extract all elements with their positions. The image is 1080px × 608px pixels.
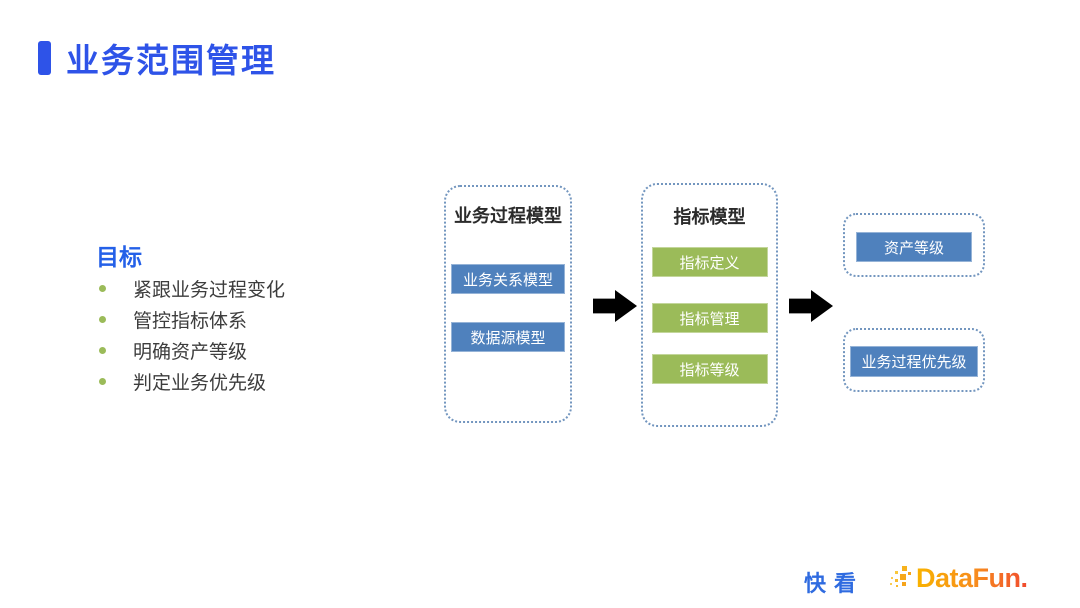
node-data-source-model: 数据源模型	[451, 322, 565, 352]
right-arrow-icon	[593, 290, 637, 322]
bullet-dot-icon	[99, 285, 106, 292]
page-title: 业务范围管理	[66, 42, 276, 79]
kuaikan-logo: 快看	[804, 571, 865, 596]
goal-list: 紧跟业务过程变化 管控指标体系 明确资产等级 判定业务优先级	[99, 273, 285, 397]
bullet-dot-icon	[99, 378, 106, 385]
title-accent-bar	[38, 41, 51, 75]
list-item: 明确资产等级	[99, 335, 285, 366]
datafun-wordmark: DataFun.	[916, 563, 1028, 593]
goal-bullet-text: 管控指标体系	[133, 311, 248, 332]
goal-bullet-text: 紧跟业务过程变化	[133, 280, 286, 301]
node-business-process-priority: 业务过程优先级	[850, 346, 978, 377]
output-process-priority-container: 业务过程优先级	[843, 328, 985, 392]
datafun-pixels-icon	[890, 565, 911, 587]
list-item: 判定业务优先级	[99, 366, 285, 397]
list-item: 紧跟业务过程变化	[99, 273, 285, 304]
list-item: 管控指标体系	[99, 304, 285, 335]
stage-indicator-model: 指标模型 指标定义 指标管理 指标等级	[641, 183, 778, 427]
bullet-dot-icon	[99, 316, 106, 323]
stage-business-process-model: 业务过程模型 业务关系模型 数据源模型	[444, 185, 572, 423]
stage-title: 业务过程模型	[454, 206, 562, 226]
stage-title: 指标模型	[673, 207, 746, 227]
goal-bullet-text: 判定业务优先级	[133, 373, 267, 394]
goal-bullet-text: 明确资产等级	[133, 342, 248, 363]
right-arrow-icon	[789, 290, 833, 322]
output-asset-grade-container: 资产等级	[843, 213, 985, 277]
node-business-relation-model: 业务关系模型	[451, 264, 565, 294]
node-indicator-management: 指标管理	[651, 303, 768, 333]
node-indicator-definition: 指标定义	[651, 247, 768, 277]
bullet-dot-icon	[99, 347, 106, 354]
node-asset-grade: 资产等级	[856, 232, 972, 262]
datafun-logo: DataFun.	[889, 563, 1028, 594]
node-indicator-grade: 指标等级	[651, 354, 768, 384]
goal-heading: 目标	[96, 244, 142, 270]
